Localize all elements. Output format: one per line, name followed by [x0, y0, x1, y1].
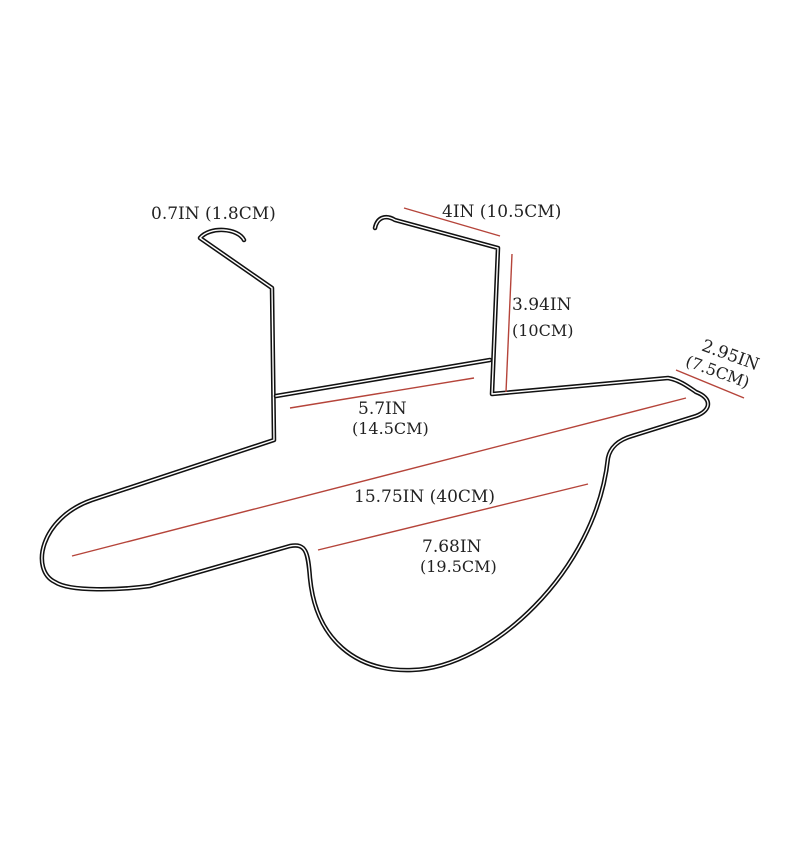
frame-outline [39, 215, 711, 673]
wire-frame [39, 215, 711, 673]
dimline-overall-length [71, 397, 687, 557]
dimline-height [505, 253, 513, 393]
dimline-lower-width [317, 483, 589, 551]
label-top-width: 4IN (10.5CM) [442, 202, 561, 222]
dimline-crossbar [289, 377, 475, 409]
label-tip-width-group: 2.95IN (7.5CM) [683, 336, 762, 392]
label-lower-width-metric: (19.5CM) [420, 557, 497, 576]
frame-outline-highlight [41, 216, 709, 671]
dimline-top-width [403, 207, 501, 237]
label-crossbar: 5.7IN [358, 399, 407, 419]
dimline-tip-width [675, 369, 745, 399]
frame-crossbar-highlight [275, 359, 491, 397]
label-height: 3.94IN [512, 295, 572, 315]
label-lower-width: 7.68IN [422, 537, 482, 557]
label-crossbar-metric: (14.5CM) [352, 419, 429, 438]
label-overall-length: 15.75IN (40CM) [354, 487, 495, 507]
label-height-metric: (10CM) [512, 321, 573, 340]
label-hook: 0.7IN (1.8CM) [151, 204, 276, 224]
dimension-lines [71, 207, 745, 557]
dimension-labels: 0.7IN (1.8CM) 4IN (10.5CM) 3.94IN (10CM)… [151, 202, 762, 576]
